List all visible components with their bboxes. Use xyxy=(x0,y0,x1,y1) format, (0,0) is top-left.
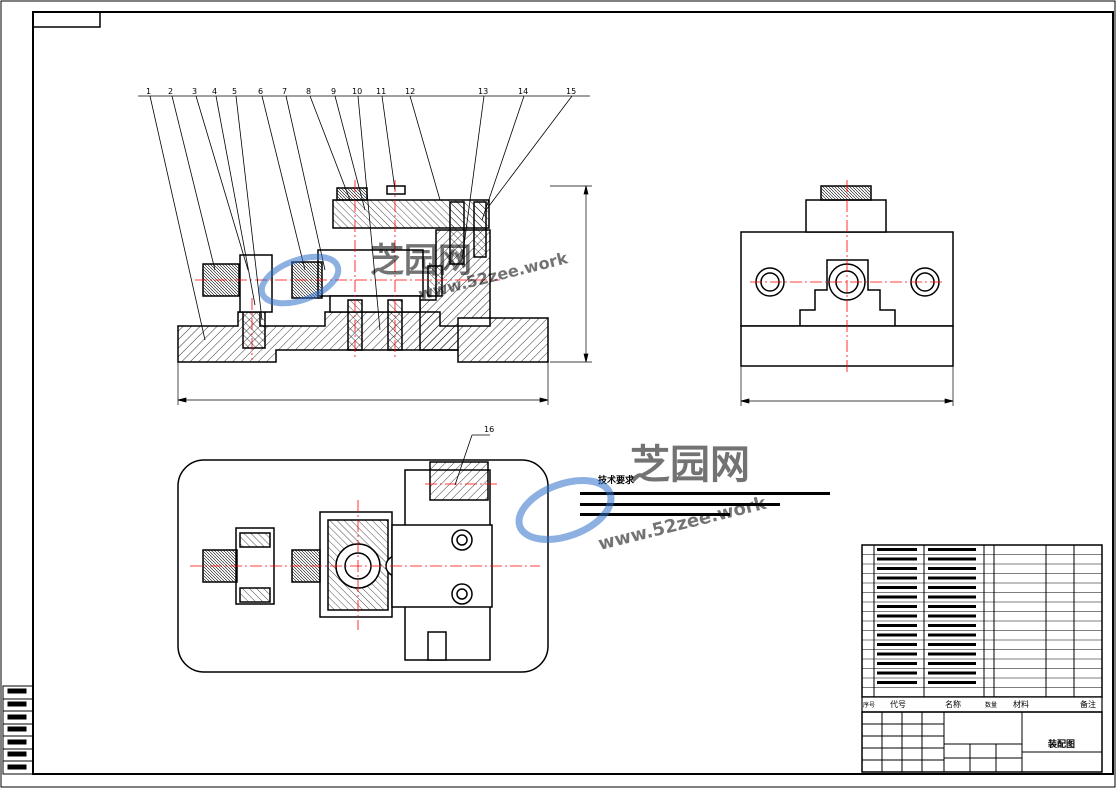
bom-cell-text xyxy=(928,633,976,637)
bom-cell-text xyxy=(928,576,976,580)
bom-cell-text xyxy=(928,567,976,570)
balloon-15: 15 xyxy=(566,87,576,96)
balloon-4: 4 xyxy=(212,87,217,96)
part-leaders xyxy=(138,95,590,341)
bom-table xyxy=(861,544,1103,712)
balloon-1: 1 xyxy=(146,87,151,96)
balloon-11: 11 xyxy=(376,87,386,96)
bom-header-part-no: 序号 xyxy=(863,701,875,709)
bom-header-note: 备注 xyxy=(1080,699,1096,709)
bom-header-row: 序号 代号 名称 数量 材料 备注 xyxy=(861,696,1103,713)
bom-cell-text xyxy=(877,614,917,618)
bom-header-code: 代号 xyxy=(890,699,906,709)
bom-header-name: 名称 xyxy=(945,699,961,709)
balloon-6: 6 xyxy=(258,87,263,96)
balloon-12: 12 xyxy=(405,87,415,96)
bom-cell-text xyxy=(928,652,976,656)
balloon-13: 13 xyxy=(478,87,488,96)
bom-rows xyxy=(862,548,1102,688)
balloon-7: 7 xyxy=(282,87,287,96)
bom-cell-text xyxy=(928,548,976,551)
watermark-en-2: www.52zee.work xyxy=(596,493,769,555)
bom-cell-text xyxy=(928,671,976,675)
bom-cell-text xyxy=(928,662,976,665)
bom-cell-text xyxy=(877,662,917,665)
watermark-cn-1: 芝园网 xyxy=(370,241,472,281)
balloon-14: 14 xyxy=(518,87,528,96)
balloon-9: 9 xyxy=(331,87,336,96)
bom-cell-text xyxy=(928,586,976,589)
side-centerlines xyxy=(750,180,945,372)
margin-table xyxy=(2,685,34,775)
bom-cell-text xyxy=(877,681,917,684)
title-block xyxy=(861,711,1103,773)
front-dimensions xyxy=(177,185,592,405)
bom-cell-text xyxy=(877,576,917,580)
bom-cell-text xyxy=(928,624,976,627)
bom-cell-text xyxy=(877,633,917,637)
bom-cell-text xyxy=(877,567,917,570)
balloon-5: 5 xyxy=(232,87,237,96)
bom-cell-text xyxy=(877,586,917,589)
top-view xyxy=(177,434,549,673)
side-view xyxy=(740,180,954,406)
bom-header-qty: 数量 xyxy=(985,701,997,709)
bom-cell-text xyxy=(877,548,917,551)
balloon-16: 16 xyxy=(484,425,494,434)
front-centerlines xyxy=(195,180,500,360)
bom-cell-text xyxy=(877,557,917,561)
bom-cell-text xyxy=(877,671,917,675)
bom-cell-text xyxy=(928,557,976,561)
balloon-3: 3 xyxy=(192,87,197,96)
top-centerlines xyxy=(190,483,540,630)
balloon-10: 10 xyxy=(352,87,362,96)
bom-cell-text xyxy=(877,652,917,656)
bom-cell-text xyxy=(928,643,976,646)
bom-cell-text xyxy=(928,614,976,618)
bom-cell-text xyxy=(928,595,976,599)
bom-cell-text xyxy=(877,624,917,627)
bom-cell-text xyxy=(877,605,917,608)
drawing-name: 装配图 xyxy=(1047,738,1075,750)
tech-requirements-title: 技术要求 xyxy=(598,474,635,486)
bom-cell-text xyxy=(928,681,976,684)
bom-cell-text xyxy=(928,605,976,608)
balloon-8: 8 xyxy=(306,87,311,96)
front-section-view xyxy=(177,180,549,363)
bom-cell-text xyxy=(877,595,917,599)
part-balloons: 1 2 3 4 5 6 7 8 9 10 11 12 13 14 15 xyxy=(146,87,576,96)
watermark-cn-2: 芝园网 xyxy=(630,442,750,488)
bom-cell-text xyxy=(877,643,917,646)
bom-header-material: 材料 xyxy=(1013,699,1029,709)
side-dimension xyxy=(740,366,954,406)
balloon-2: 2 xyxy=(168,87,173,96)
technical-requirements: 技术要求 xyxy=(580,474,830,516)
